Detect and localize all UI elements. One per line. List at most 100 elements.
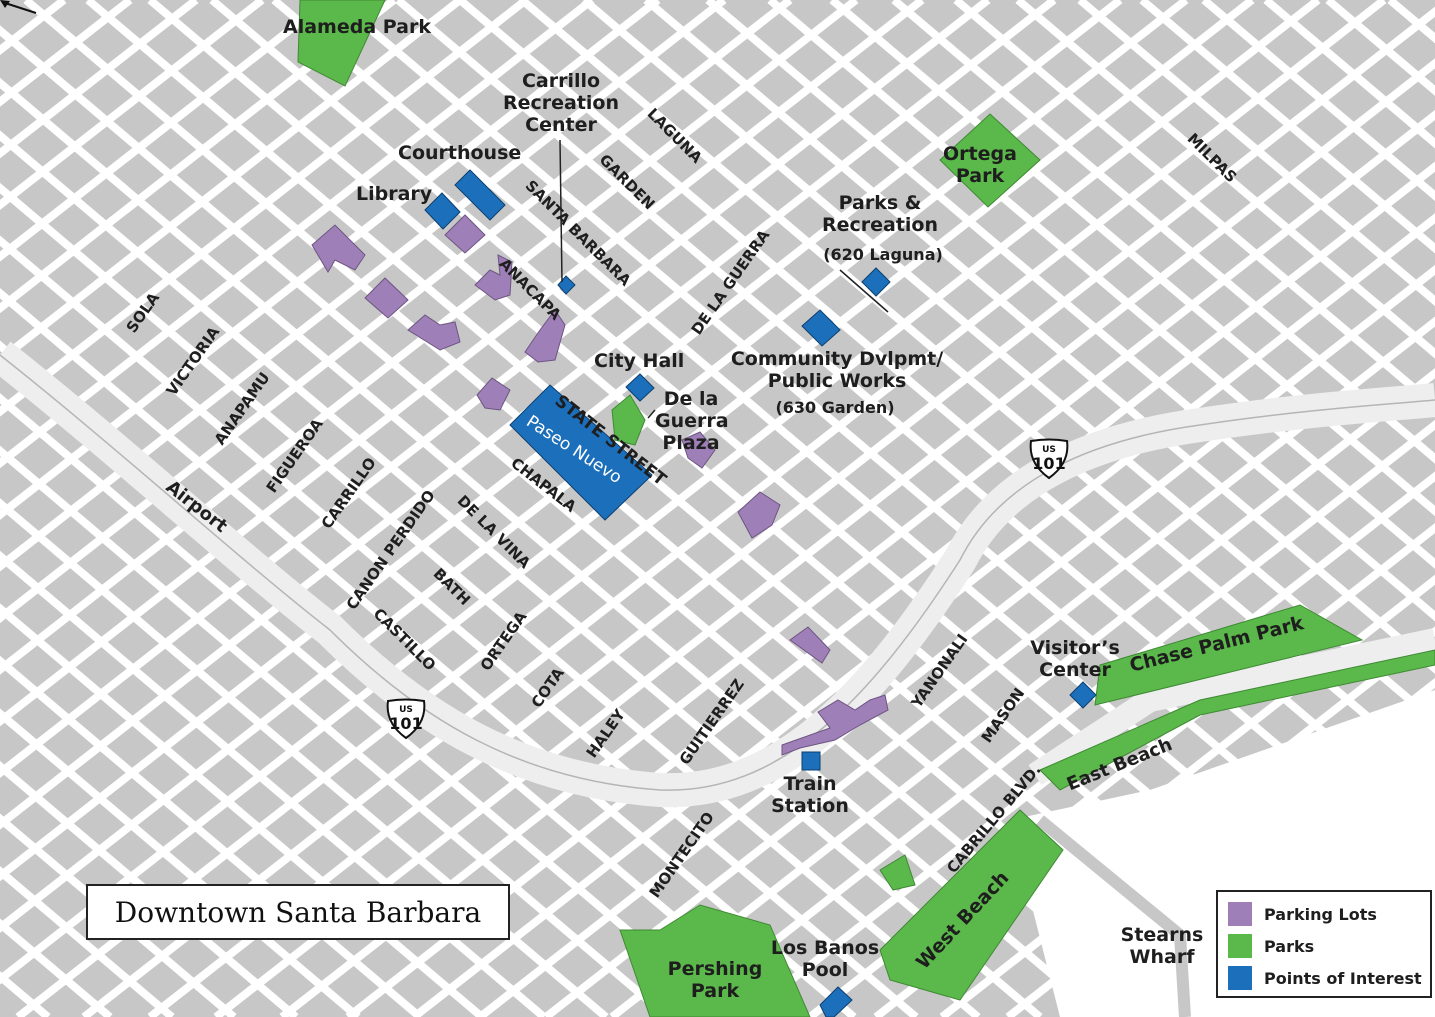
- parking-lot: [737, 491, 781, 539]
- courthouse-building: [454, 169, 506, 221]
- parks-swatch-icon: [1228, 934, 1252, 958]
- street-line: [675, 419, 1435, 1017]
- de-la-guerra-plaza-label: De la Guerra Plaza: [655, 388, 729, 454]
- poi-layer: [424, 169, 1097, 1017]
- street-line: [0, 0, 925, 727]
- poi-swatch-icon: [1228, 966, 1252, 990]
- parking-lot: [476, 377, 511, 411]
- street-line: [1071, 729, 1435, 1017]
- street-line: [609, 368, 1435, 1017]
- street-line: [1201, 0, 1435, 202]
- street-line: [209, 0, 1415, 1017]
- los-banos-pool-label: Los Banos Pool: [770, 937, 880, 981]
- legend-label: Parks: [1264, 936, 1315, 956]
- pointer-lines: [559, 139, 889, 419]
- street-line: [0, 0, 661, 520]
- parking-lot: [474, 254, 513, 301]
- shield-number: 101: [389, 714, 423, 733]
- de-la-guerra-plaza-park: [611, 394, 646, 446]
- street-line: [873, 574, 1435, 1017]
- street-line: [0, 77, 1105, 1017]
- chase-palm-park: [1094, 604, 1364, 706]
- parking-lot: [789, 626, 831, 664]
- legend-label: Points of Interest: [1264, 968, 1422, 988]
- street-line: [81, 0, 1387, 1017]
- street-line: [0, 0, 463, 365]
- street-line: [0, 0, 1123, 882]
- stearns-wharf-label: Stearns Wharf: [1120, 924, 1204, 968]
- street-line: [0, 708, 361, 1017]
- legend-item-parking: Parking Lots: [1228, 902, 1377, 926]
- parking-lot: [524, 309, 566, 363]
- city-hall-building: [625, 373, 655, 402]
- street-line: [0, 603, 485, 1017]
- street-line: [271, 0, 1435, 990]
- us-101-shield-east: US 101: [1028, 438, 1070, 480]
- street-line: [891, 0, 1435, 464]
- street-line: [1203, 832, 1435, 1017]
- street-line: [519, 0, 1435, 780]
- parking-lots-layer: [311, 214, 889, 756]
- alameda-park: [297, 0, 386, 87]
- street-line: [1139, 0, 1435, 254]
- street-line: [0, 235, 919, 1017]
- west-beach: [879, 809, 1064, 1001]
- street-line: [0, 0, 529, 417]
- street-line: [213, 58, 1435, 1017]
- street-line: [953, 0, 1435, 412]
- parking-lot: [781, 694, 889, 756]
- ortega-park-label: Ortega Park: [943, 143, 1017, 187]
- parking-lot: [407, 314, 461, 351]
- street-line: [0, 0, 331, 262]
- street-line: [0, 0, 727, 572]
- street-line: [411, 213, 1435, 1017]
- library-building: [424, 192, 461, 230]
- street-line: [0, 0, 991, 778]
- parks-layer: [297, 0, 1435, 1017]
- parking-lot: [444, 214, 486, 254]
- street-line: [477, 264, 1435, 1017]
- cabrillo-road: [1028, 628, 1435, 786]
- street-line: [0, 0, 1057, 830]
- community-dev-label: Community Dvlpmt/ Public Works: [730, 348, 944, 392]
- parking-lot: [364, 277, 409, 319]
- shield-us: US: [399, 705, 413, 715]
- street-line: [1077, 0, 1435, 307]
- street-line: [741, 471, 1435, 1017]
- parks-rec-address: (620 Laguna): [823, 245, 943, 264]
- street-line: [0, 393, 733, 1017]
- chase-palm-strip: [1039, 649, 1435, 791]
- street-line: [1137, 781, 1435, 1017]
- street-line: [15, 0, 1321, 1017]
- courthouse-label: Courthouse: [398, 142, 522, 164]
- legend-item-poi: Points of Interest: [1228, 966, 1422, 990]
- alameda-park-label: Alameda Park: [283, 16, 432, 38]
- train-station-label: Train Station: [771, 773, 849, 817]
- visitors-center-label: Visitor’s Center: [1030, 637, 1120, 681]
- shield-us: US: [1042, 445, 1056, 455]
- map-legend: Parking Lots Parks Points of Interest: [1216, 890, 1432, 998]
- map-title-box: Downtown Santa Barbara: [86, 884, 510, 940]
- shield-number: 101: [1032, 454, 1066, 473]
- pershing-park-label: Pershing Park: [667, 958, 763, 1002]
- street-line: [581, 0, 1435, 727]
- us-101-shield-west: US 101: [385, 698, 427, 740]
- pershing-park: [619, 904, 811, 1017]
- legend-item-parks: Parks: [1228, 934, 1314, 958]
- city-hall-label: City Hall: [594, 350, 685, 372]
- parking-lot: [311, 224, 366, 273]
- parking-swatch-icon: [1228, 902, 1252, 926]
- street-line: [0, 0, 595, 469]
- street-line: [0, 0, 265, 211]
- parks-rec-label: Parks & Recreation: [821, 192, 939, 236]
- street-line: [543, 316, 1435, 1017]
- los-banos-building: [819, 986, 853, 1017]
- small-park: [879, 854, 916, 891]
- street-line: [1015, 0, 1435, 359]
- train-station-building: [801, 751, 821, 771]
- shield-icon: [1029, 438, 1069, 480]
- map-title: Downtown Santa Barbara: [114, 896, 482, 929]
- paseo-nuevo-block: [509, 384, 653, 521]
- shield-icon: [386, 698, 426, 740]
